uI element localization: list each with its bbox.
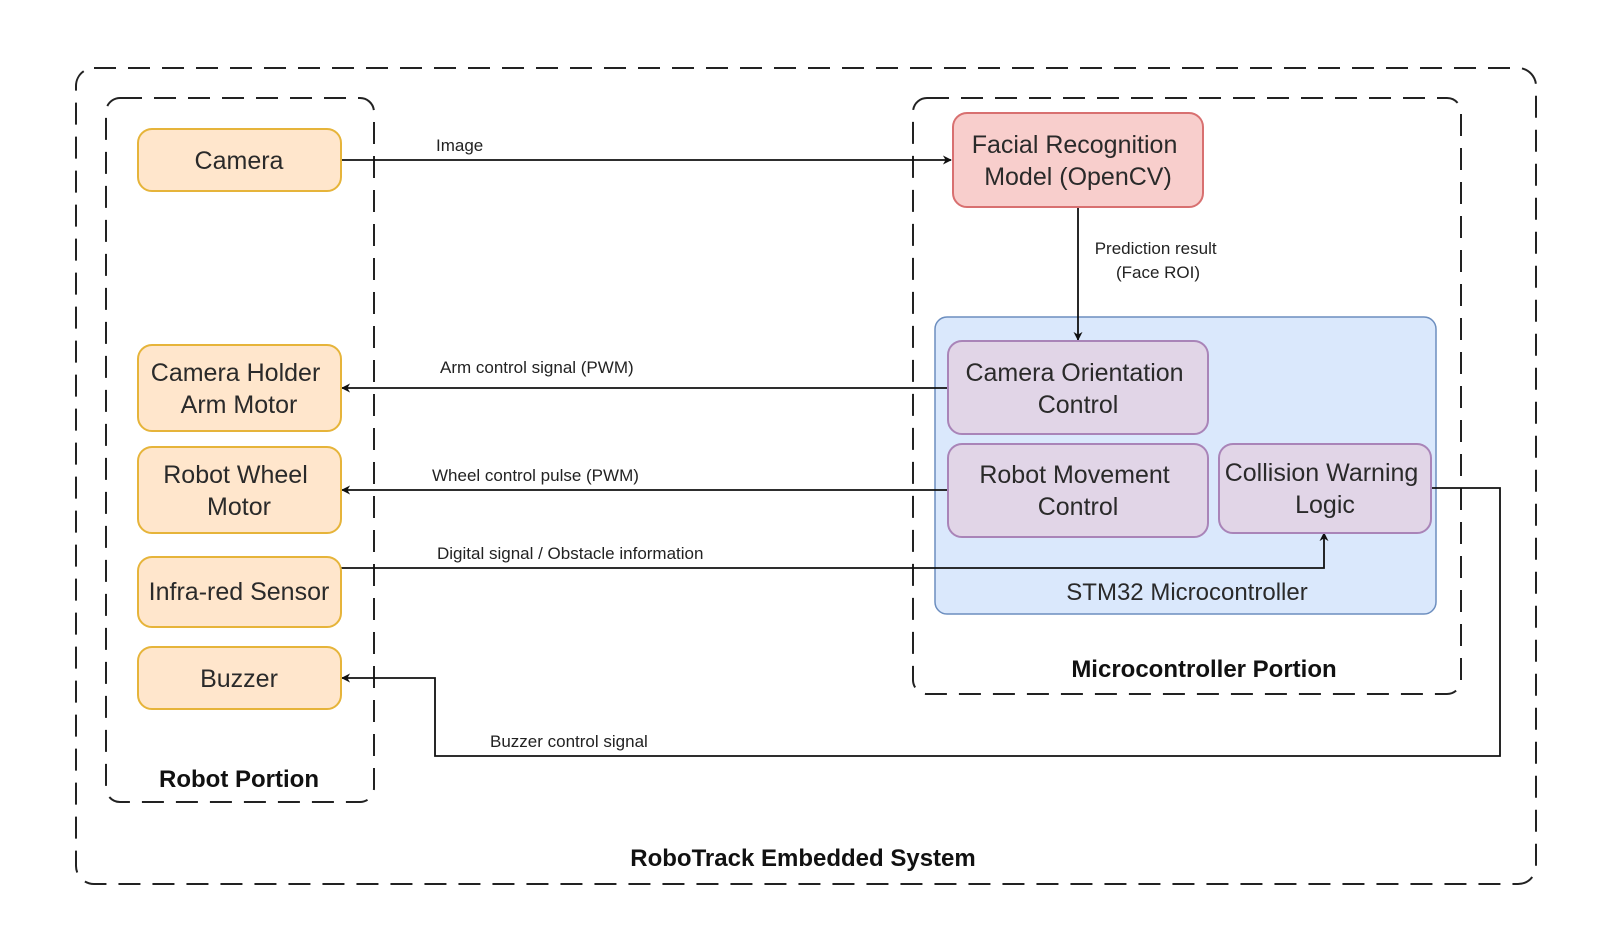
node-buzzer: Buzzer bbox=[137, 646, 342, 710]
node-camera-line-1: Camera bbox=[195, 147, 284, 175]
microcontroller-portion-boundary bbox=[912, 97, 1462, 695]
node-collision-warning: Collision Warning Logic bbox=[1218, 443, 1432, 534]
label-wheel-pulse: Wheel control pulse (PWM) bbox=[432, 466, 639, 485]
node-arm-motor-line-1: Camera Holder bbox=[151, 359, 321, 387]
label-image-line: Image bbox=[436, 136, 483, 155]
label-obstacle-line: Digital signal / Obstacle information bbox=[437, 544, 703, 563]
node-collision-warning-line-1: Collision Warning bbox=[1225, 459, 1419, 487]
node-camera-orientation-line-2: Control bbox=[1038, 391, 1119, 419]
robot-portion-label: Robot Portion bbox=[159, 766, 319, 793]
node-arm-motor: Camera Holder Arm Motor bbox=[137, 344, 342, 432]
label-image: Image bbox=[436, 136, 483, 155]
system-boundary bbox=[75, 67, 1537, 885]
node-camera-orientation-text: Camera Orientation Control bbox=[965, 359, 1190, 419]
node-arm-motor-box bbox=[137, 344, 342, 432]
node-ir-sensor-line-1: Infra-red Sensor bbox=[149, 578, 330, 606]
node-camera-orientation-box bbox=[947, 340, 1209, 435]
node-ir-sensor-text: Infra-red Sensor bbox=[149, 578, 330, 606]
node-robot-movement-text: Robot Movement Control bbox=[979, 461, 1176, 521]
stm32-label: STM32 Microcontroller bbox=[1066, 579, 1307, 606]
label-obstacle: Digital signal / Obstacle information bbox=[437, 544, 703, 563]
node-facial-model-line-1: Facial Recognition bbox=[972, 131, 1178, 159]
node-ir-sensor: Infra-red Sensor bbox=[137, 556, 342, 628]
node-facial-model-line-2: Model (OpenCV) bbox=[984, 163, 1172, 191]
node-collision-warning-text: Collision Warning Logic bbox=[1225, 459, 1426, 519]
node-camera-box bbox=[137, 128, 342, 192]
node-wheel-motor: Robot Wheel Motor bbox=[137, 446, 342, 534]
node-wheel-motor-text: Robot Wheel Motor bbox=[163, 461, 314, 521]
node-buzzer-box bbox=[137, 646, 342, 710]
node-arm-motor-line-2: Arm Motor bbox=[181, 391, 298, 419]
node-facial-model-text: Facial Recognition Model (OpenCV) bbox=[972, 131, 1185, 191]
label-buzzer-signal: Buzzer control signal bbox=[490, 732, 648, 751]
label-wheel-pulse-line: Wheel control pulse (PWM) bbox=[432, 466, 639, 485]
node-camera-orientation: Camera Orientation Control bbox=[947, 340, 1209, 435]
node-facial-model-box bbox=[952, 112, 1204, 208]
node-wheel-motor-box bbox=[137, 446, 342, 534]
node-robot-movement: Robot Movement Control bbox=[947, 443, 1209, 538]
node-facial-model: Facial Recognition Model (OpenCV) bbox=[952, 112, 1204, 208]
edge-obstacle bbox=[341, 532, 1329, 569]
node-arm-motor-text: Camera Holder Arm Motor bbox=[151, 359, 327, 419]
node-collision-warning-line-2: Logic bbox=[1295, 491, 1355, 519]
node-robot-movement-line-1: Robot Movement bbox=[979, 461, 1169, 489]
node-camera-text: Camera bbox=[195, 147, 284, 175]
node-ir-sensor-box bbox=[137, 556, 342, 628]
node-collision-warning-box bbox=[1218, 443, 1432, 534]
robot-portion-boundary bbox=[105, 97, 375, 803]
node-buzzer-text: Buzzer bbox=[200, 665, 278, 693]
label-arm-signal-line: Arm control signal (PWM) bbox=[440, 358, 634, 377]
node-camera-orientation-line-1: Camera Orientation bbox=[965, 359, 1183, 387]
system-label: RoboTrack Embedded System bbox=[630, 845, 975, 872]
node-robot-movement-line-2: Control bbox=[1038, 493, 1119, 521]
label-prediction-line-1: Prediction result bbox=[1095, 239, 1217, 258]
node-robot-movement-box bbox=[947, 443, 1209, 538]
node-camera: Camera bbox=[137, 128, 342, 192]
label-arm-signal: Arm control signal (PWM) bbox=[440, 358, 634, 377]
label-buzzer-signal-line: Buzzer control signal bbox=[490, 732, 648, 751]
label-prediction-line-2: (Face ROI) bbox=[1116, 263, 1200, 282]
edge-buzzer-signal bbox=[341, 487, 1501, 757]
node-wheel-motor-line-1: Robot Wheel bbox=[163, 461, 308, 489]
node-buzzer-line-1: Buzzer bbox=[200, 665, 278, 693]
label-prediction: Prediction result (Face ROI) bbox=[1095, 239, 1222, 282]
node-wheel-motor-line-2: Motor bbox=[207, 493, 271, 521]
microcontroller-portion-label: Microcontroller Portion bbox=[1071, 656, 1336, 683]
